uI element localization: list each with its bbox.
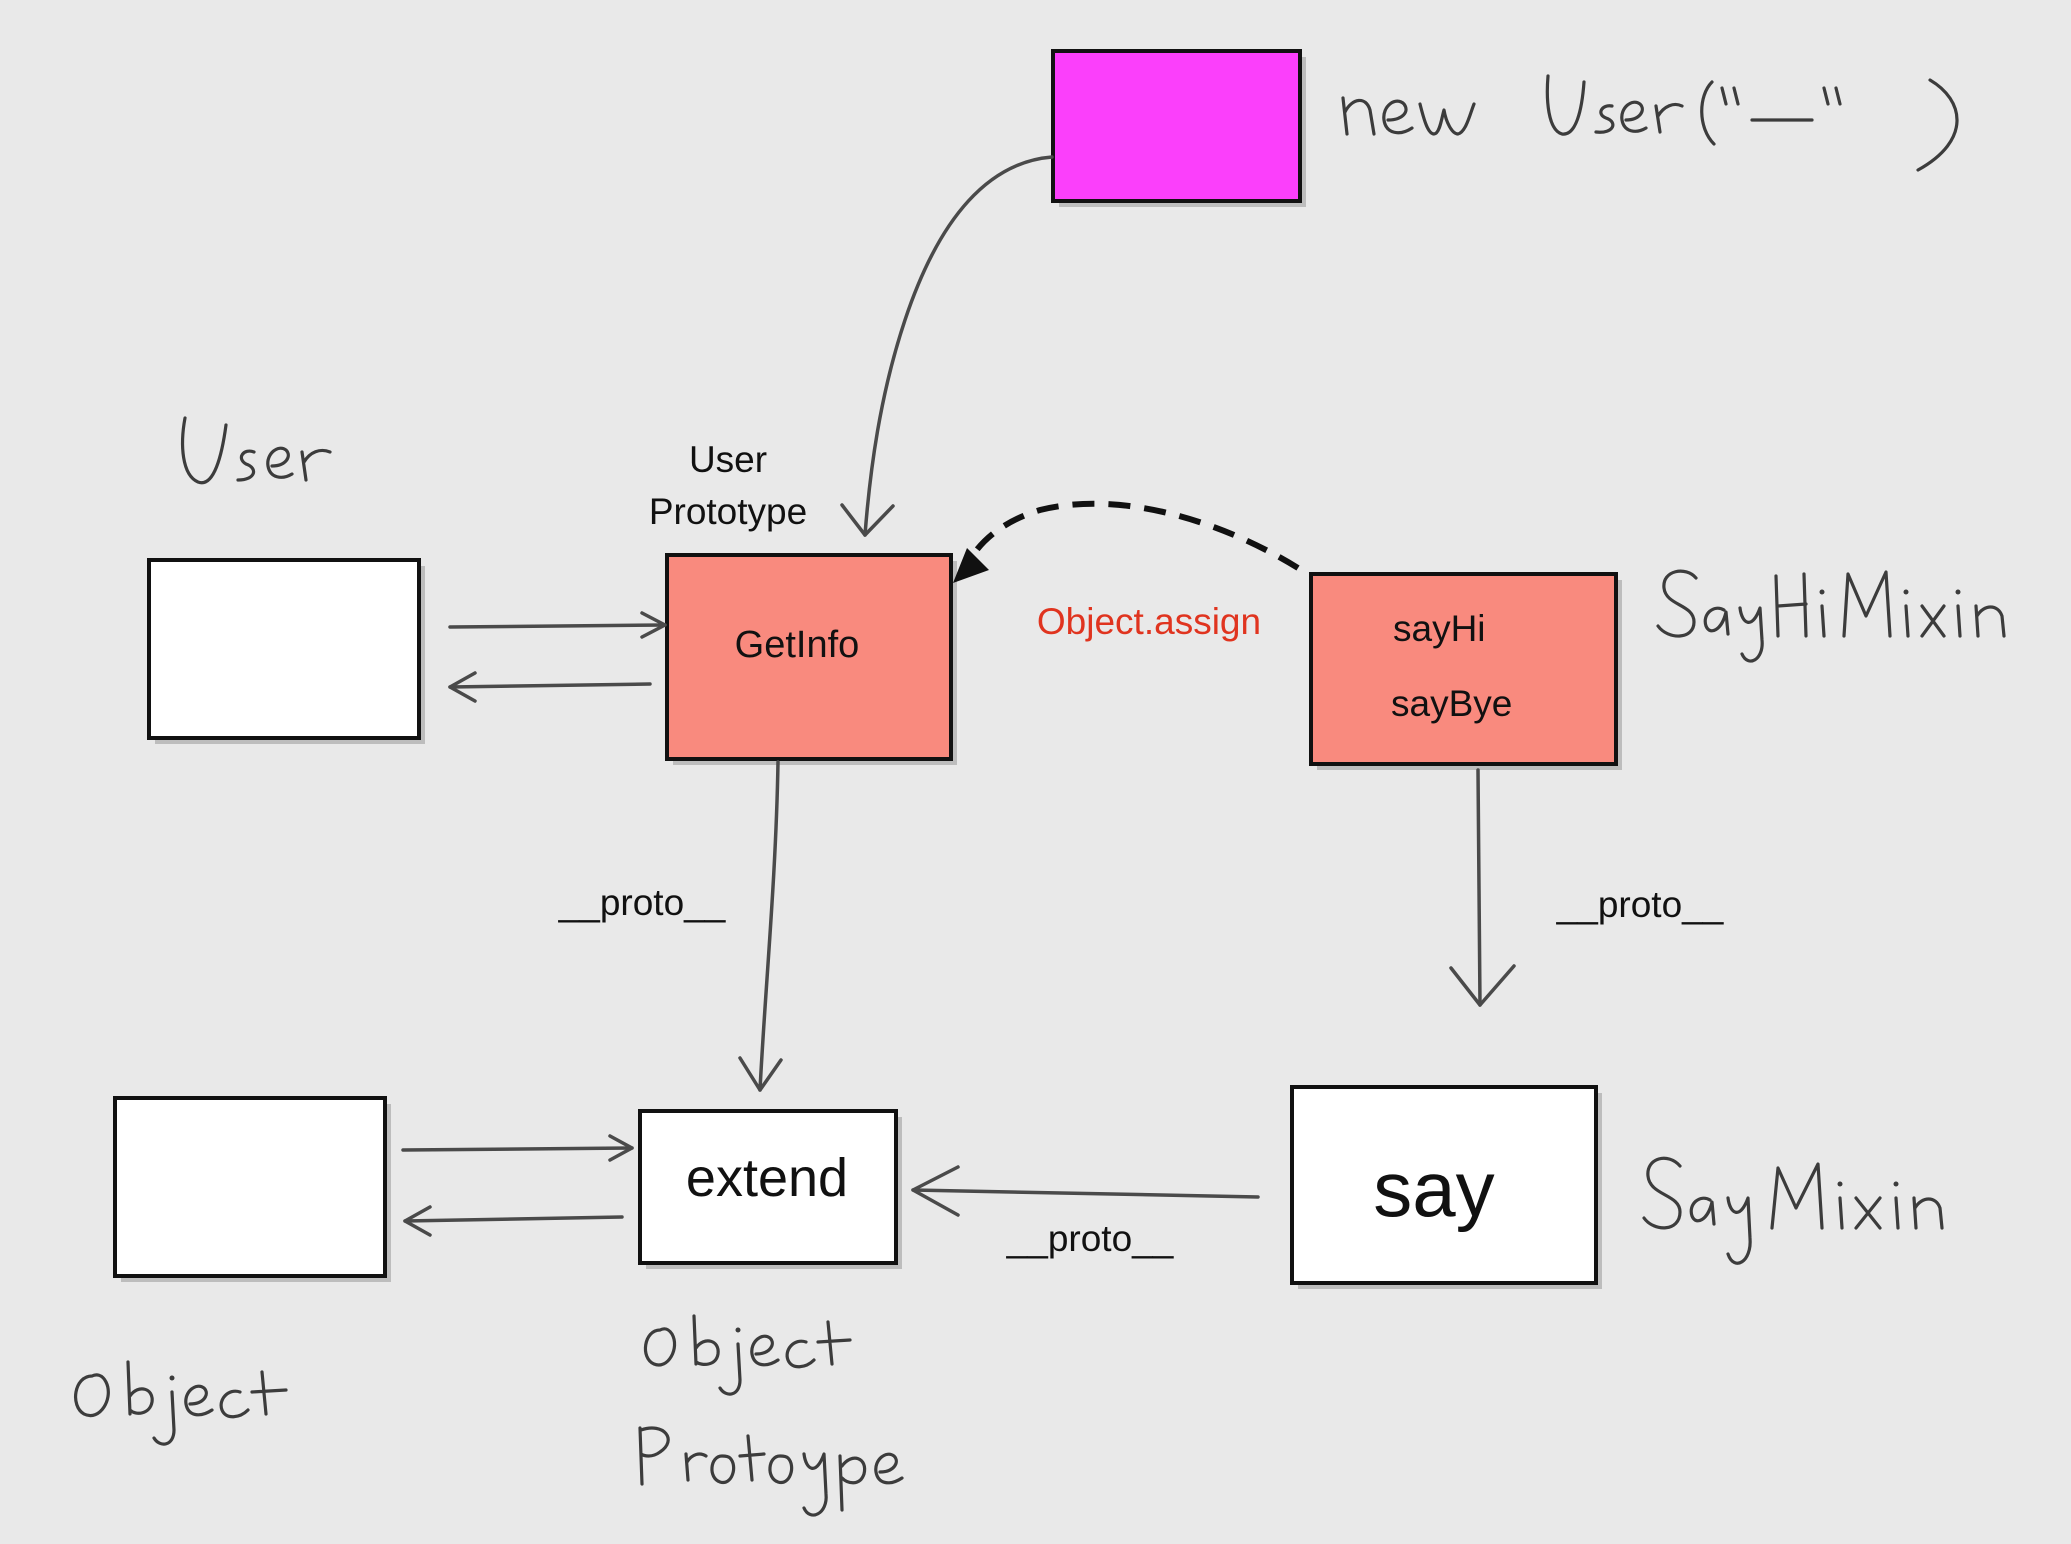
extend-method-label: extend [686,1148,848,1208]
saymixin-to-objectproto-arrow [911,1188,1260,1199]
sayhimixin-box [1309,572,1622,770]
user-constructor-box [147,558,425,744]
handwritten-new-user-label [1341,74,1959,172]
say-method-label: say [1373,1145,1494,1233]
user-prototype-label-line2: Prototype [649,491,807,532]
prototype-to-object-arrowhead [403,1205,432,1237]
handwritten-sayhimixin-label [1656,569,2006,663]
sayhimixin-to-saymixin-arrowhead [1449,964,1516,1007]
handwritten-user-label [180,416,332,485]
saybye-method-label: sayBye [1391,683,1512,724]
handwritten-saymixin-label [1642,1156,1944,1265]
userproto-to-objectproto-arrowhead [738,1056,783,1092]
prototype-to-object-arrow [403,1215,624,1223]
handwritten-object-prototype-label [638,1314,904,1517]
userproto-to-objectproto-arrow [758,760,780,1092]
saymixin-to-objectproto-arrowhead [911,1165,960,1217]
proto-label-left: __proto__ [558,882,726,923]
object-to-prototype-arrowhead [608,1134,634,1162]
prototype-to-user-arrowhead [448,671,477,703]
prototype-to-user-arrow [448,682,652,689]
user-prototype-label-line1: User [689,439,767,480]
user-to-prototype-arrowhead [640,611,667,639]
sayhimixin-to-saymixin-arrow [1476,768,1482,1007]
object-constructor-box [113,1096,391,1282]
proto-label-right: __proto__ [1556,884,1724,925]
sayhi-method-label: sayHi [1393,608,1486,649]
user-prototype-box [665,553,957,765]
saymixin-box [1290,1085,1602,1289]
proto-label-bottom: __proto__ [1006,1218,1174,1259]
user-to-prototype-arrow [448,623,667,629]
object-assign-arrow [962,500,1300,572]
object-to-prototype-arrow [401,1146,634,1152]
getinfo-method-label: GetInfo [735,624,860,666]
object-assign-label: Object.assign [1037,601,1261,642]
object-prototype-box [638,1109,902,1269]
handwritten-object-label [74,1360,288,1446]
instance-proto-arrow [863,155,1054,537]
new-user-instance-box [1051,49,1306,207]
object-assign-arrowhead [953,548,989,583]
instance-proto-arrowhead [840,503,895,537]
